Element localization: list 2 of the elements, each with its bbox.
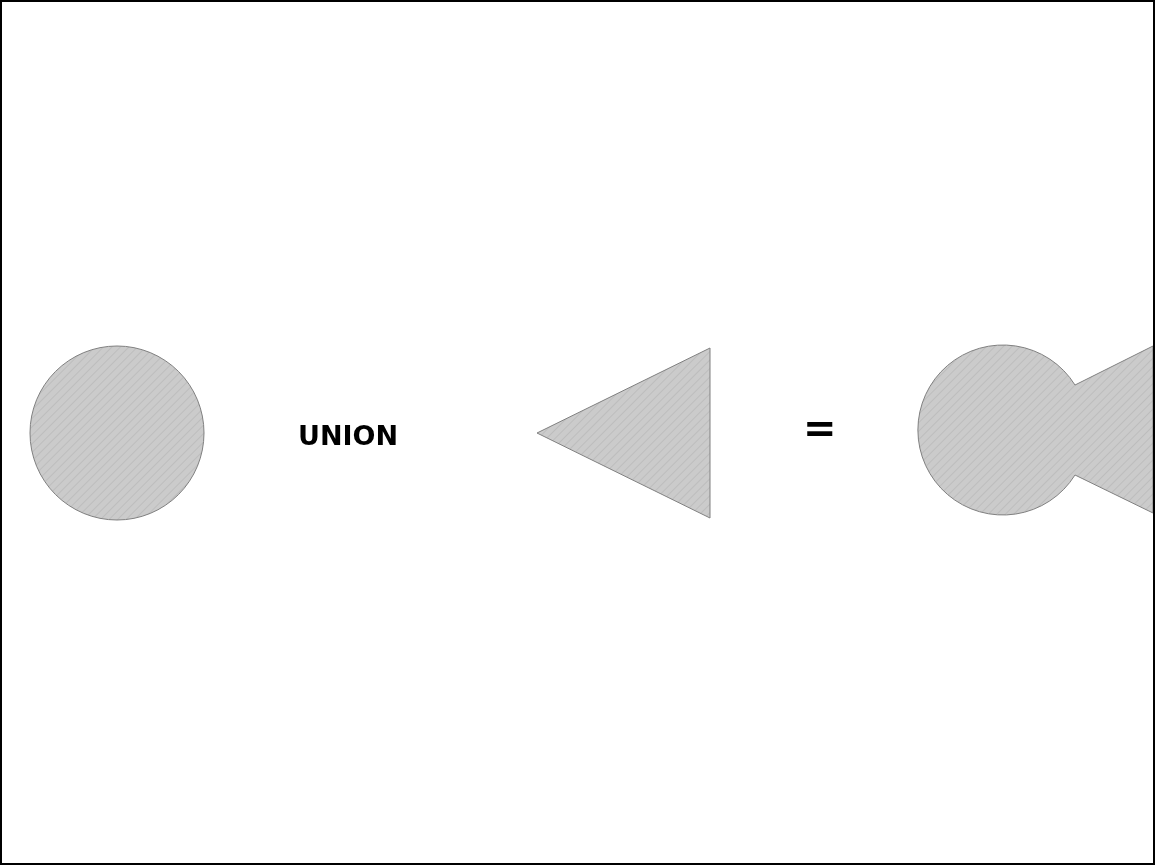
- operation-label: UNION: [298, 422, 399, 449]
- equals-sign: =: [803, 408, 837, 448]
